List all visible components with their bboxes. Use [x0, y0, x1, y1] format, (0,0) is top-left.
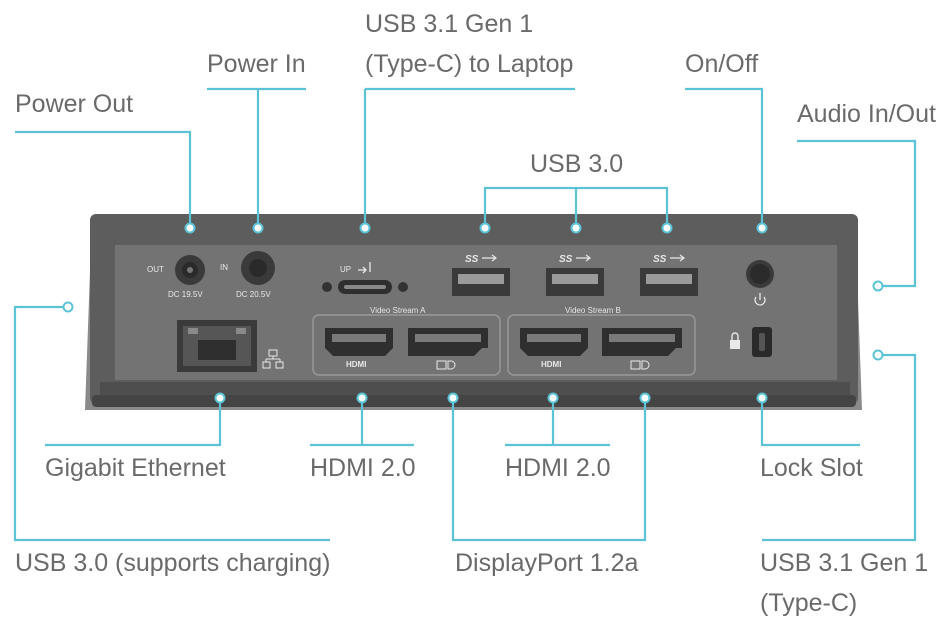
displayport-a [408, 328, 488, 356]
usb3-port-1 [452, 268, 510, 296]
docking-station [85, 214, 862, 410]
usb3-port-3 [640, 268, 698, 296]
label-power-in: Power In [207, 50, 306, 78]
label-audio-in-out: Audio In/Out [797, 100, 936, 128]
superspeed-print-3: SS [653, 254, 667, 265]
callout-leader-lines [13, 87, 917, 542]
power-in-jack [241, 251, 275, 285]
label-hdmi-a: HDMI 2.0 [310, 454, 416, 482]
label-usb31-to-laptop-line2: (Type-C) to Laptop [365, 50, 574, 78]
displayport-b [602, 328, 682, 356]
callout-endpoints [62, 222, 884, 404]
power-button [746, 260, 774, 288]
ethernet-port [177, 320, 257, 372]
label-lock-slot: Lock Slot [760, 454, 863, 482]
usb-c-upstream-port [322, 280, 408, 294]
usb-icon [576, 254, 591, 262]
label-usb31-typec-line1: USB 3.1 Gen 1 [760, 549, 929, 577]
power-out-jack [175, 255, 205, 285]
displayport-logo-icon [436, 360, 456, 370]
power-symbol-icon [754, 293, 766, 306]
label-usb30-charging: USB 3.0 (supports charging) [15, 549, 331, 577]
hdmi-port-a [325, 328, 393, 356]
usb3-port-2 [546, 268, 604, 296]
usb-icon [670, 254, 685, 262]
label-gigabit-ethernet: Gigabit Ethernet [45, 454, 226, 482]
network-icon [262, 349, 284, 369]
label-usb31-to-laptop-line1: USB 3.1 Gen 1 [365, 10, 534, 38]
hdmi-port-b [520, 328, 588, 356]
label-displayport: DisplayPort 1.2a [455, 549, 639, 577]
usb-icon [482, 254, 497, 262]
hdmi-print-b: HDMI [541, 360, 561, 369]
label-hdmi-b: HDMI 2.0 [505, 454, 611, 482]
superspeed-print-2: SS [559, 254, 573, 265]
power-in-print: IN [220, 263, 228, 272]
label-usb30: USB 3.0 [530, 150, 624, 178]
dock-foot [92, 395, 856, 407]
lock-icon [730, 332, 740, 349]
up-print: UP [340, 265, 351, 274]
video-stream-b-print: Video Stream B [565, 306, 621, 315]
label-power-out: Power Out [15, 90, 134, 118]
label-on-off: On/Off [685, 50, 759, 78]
video-stream-a-frame [312, 314, 501, 376]
dc-in-print: DC 20.5V [236, 290, 271, 299]
displayport-logo-icon [630, 360, 650, 370]
power-out-print: OUT [147, 265, 164, 274]
video-stream-a-print: Video Stream A [370, 306, 426, 315]
upstream-arrow-icon [358, 262, 371, 274]
superspeed-print-1: SS [465, 254, 479, 265]
label-usb31-typec-line2: (Type-C) [760, 589, 858, 617]
hdmi-print-a: HDMI [346, 360, 366, 369]
video-stream-b-frame [507, 314, 696, 376]
dc-out-print: DC 19.5V [168, 290, 203, 299]
lock-slot [752, 327, 772, 357]
